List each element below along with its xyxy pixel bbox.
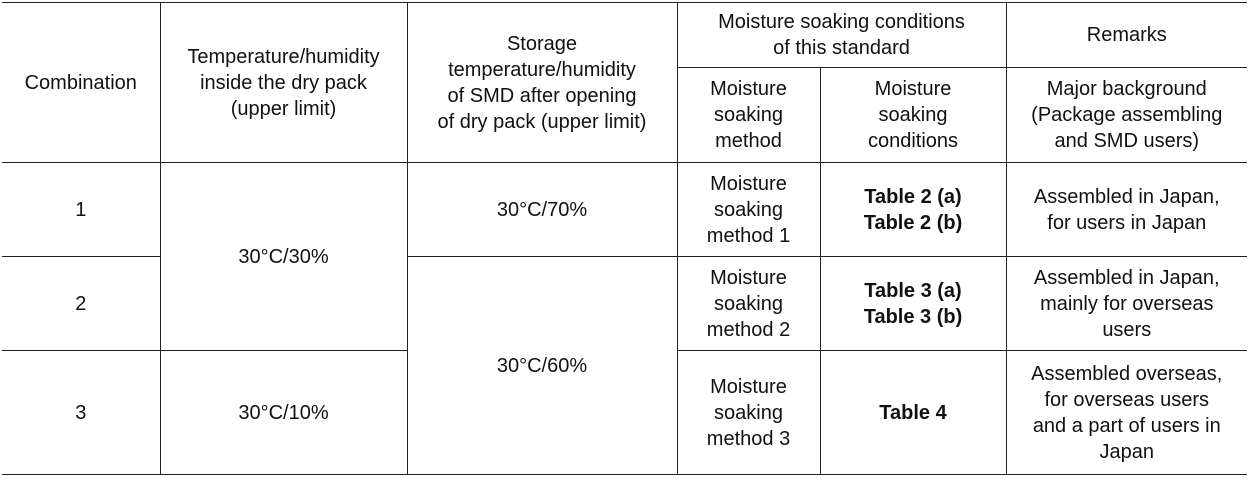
cell-combination: 2 bbox=[2, 256, 161, 351]
table-row: 1 30°C/30% 30°C/70% Moisture soaking met… bbox=[2, 162, 1248, 351]
cell-method: Moisture soaking method 2 bbox=[676, 256, 821, 351]
header-row-2: Moisture soaking method Moisture soaking… bbox=[2, 67, 1248, 163]
header-dry-pack: Temperature/humidity inside the dry pack… bbox=[159, 2, 408, 163]
cell-combination: 1 bbox=[2, 162, 161, 257]
header-combination: Combination bbox=[2, 2, 161, 163]
header-method: Moisture soaking method bbox=[677, 67, 821, 163]
cell-background: Assembled in Japan, mainly for overseas … bbox=[1005, 256, 1248, 351]
cell-dry-pack: 30°C/10% bbox=[159, 350, 408, 475]
cell-conditions: Table 3 (a) Table 3 (b) bbox=[819, 256, 1007, 351]
cell-storage: 30°C/60% bbox=[406, 256, 678, 475]
cell-background: Assembled in Japan, for users in Japan bbox=[1005, 162, 1248, 257]
cell-dry-pack: 30°C/30% bbox=[159, 162, 408, 351]
header-row-1: Combination Temperature/humidity inside … bbox=[2, 2, 1248, 163]
cell-conditions: Table 2 (a) Table 2 (b) bbox=[819, 162, 1007, 257]
header-storage: Storage temperature/humidity of SMD afte… bbox=[406, 2, 678, 163]
cell-method: Moisture soaking method 3 bbox=[676, 350, 821, 475]
header-conditions: Moisture soaking conditions bbox=[819, 67, 1007, 163]
cell-background: Assembled overseas, for overseas users a… bbox=[1005, 350, 1248, 475]
header-remarks-group: Remarks bbox=[1005, 2, 1248, 68]
table-row: 3 30°C/10% Moisture soaking method 3 Tab… bbox=[2, 350, 1248, 475]
cell-storage: 30°C/70% bbox=[406, 162, 678, 257]
cell-method: Moisture soaking method 1 bbox=[676, 162, 821, 257]
cell-combination: 3 bbox=[2, 350, 161, 475]
header-background: Major background (Package assembling and… bbox=[1005, 67, 1248, 163]
header-conditions-group: Moisture soaking conditions of this stan… bbox=[676, 2, 1007, 68]
moisture-soaking-table: Combination Temperature/humidity inside … bbox=[2, 2, 1248, 475]
cell-conditions: Table 4 bbox=[819, 350, 1007, 475]
